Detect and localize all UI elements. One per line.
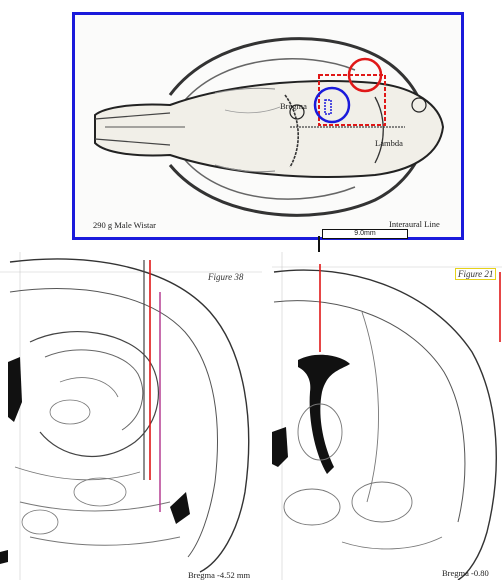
- coronal-section-left-drawing: [0, 252, 262, 580]
- coronal-section-right-drawing: [272, 252, 502, 580]
- coronal-section-left: Figure 38 Bregma -4.52 mm: [0, 252, 262, 580]
- scale-bar-label: 9.0mm: [323, 230, 407, 237]
- interaural-line-label: Interaural Line: [389, 219, 440, 229]
- figure-21-label: Figure 21: [455, 268, 496, 280]
- figure-38-label: Figure 38: [208, 272, 243, 282]
- lambda-label: Lambda: [375, 138, 403, 148]
- rat-strain-label: 290 g Male Wistar: [93, 220, 156, 230]
- skull-drawing: [75, 15, 461, 237]
- left-bregma-label: Bregma -4.52 mm: [188, 570, 250, 580]
- scale-bar: 9.0mm: [322, 229, 408, 239]
- skull-dorsal-view-panel: Bregma Lambda 290 g Male Wistar Interaur…: [72, 12, 464, 240]
- right-bregma-label: Bregma -0.80 mm: [442, 568, 502, 580]
- bregma-label: Bregma: [280, 101, 307, 111]
- coronal-section-right: Figure 21 Bregma -0.80 mm: [272, 252, 502, 580]
